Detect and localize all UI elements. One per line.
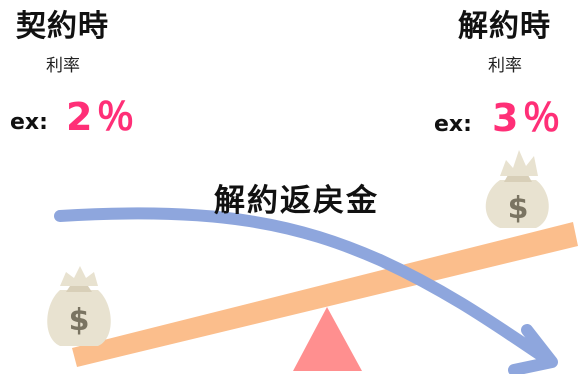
right-title: 解約時 bbox=[458, 9, 551, 44]
curved-arrow-icon bbox=[54, 207, 558, 374]
svg-text:$: $ bbox=[69, 303, 90, 338]
left-rate: 2％ bbox=[66, 95, 139, 139]
right-sub-label: 利率 bbox=[488, 56, 522, 76]
center-title: 解約返戻金 bbox=[214, 183, 379, 219]
money-bag-icon: $ bbox=[485, 150, 549, 228]
fulcrum-triangle bbox=[293, 307, 362, 371]
money-bag-icon: $ bbox=[47, 266, 111, 346]
seesaw-plank bbox=[72, 222, 578, 367]
svg-text:$: $ bbox=[508, 191, 529, 226]
right-rate: 3％ bbox=[492, 96, 565, 140]
left-title: 契約時 bbox=[16, 9, 109, 44]
left-sub-label: 利率 bbox=[46, 56, 80, 76]
left-ex-label: ex: bbox=[10, 110, 48, 135]
right-ex-label: ex: bbox=[434, 112, 472, 137]
